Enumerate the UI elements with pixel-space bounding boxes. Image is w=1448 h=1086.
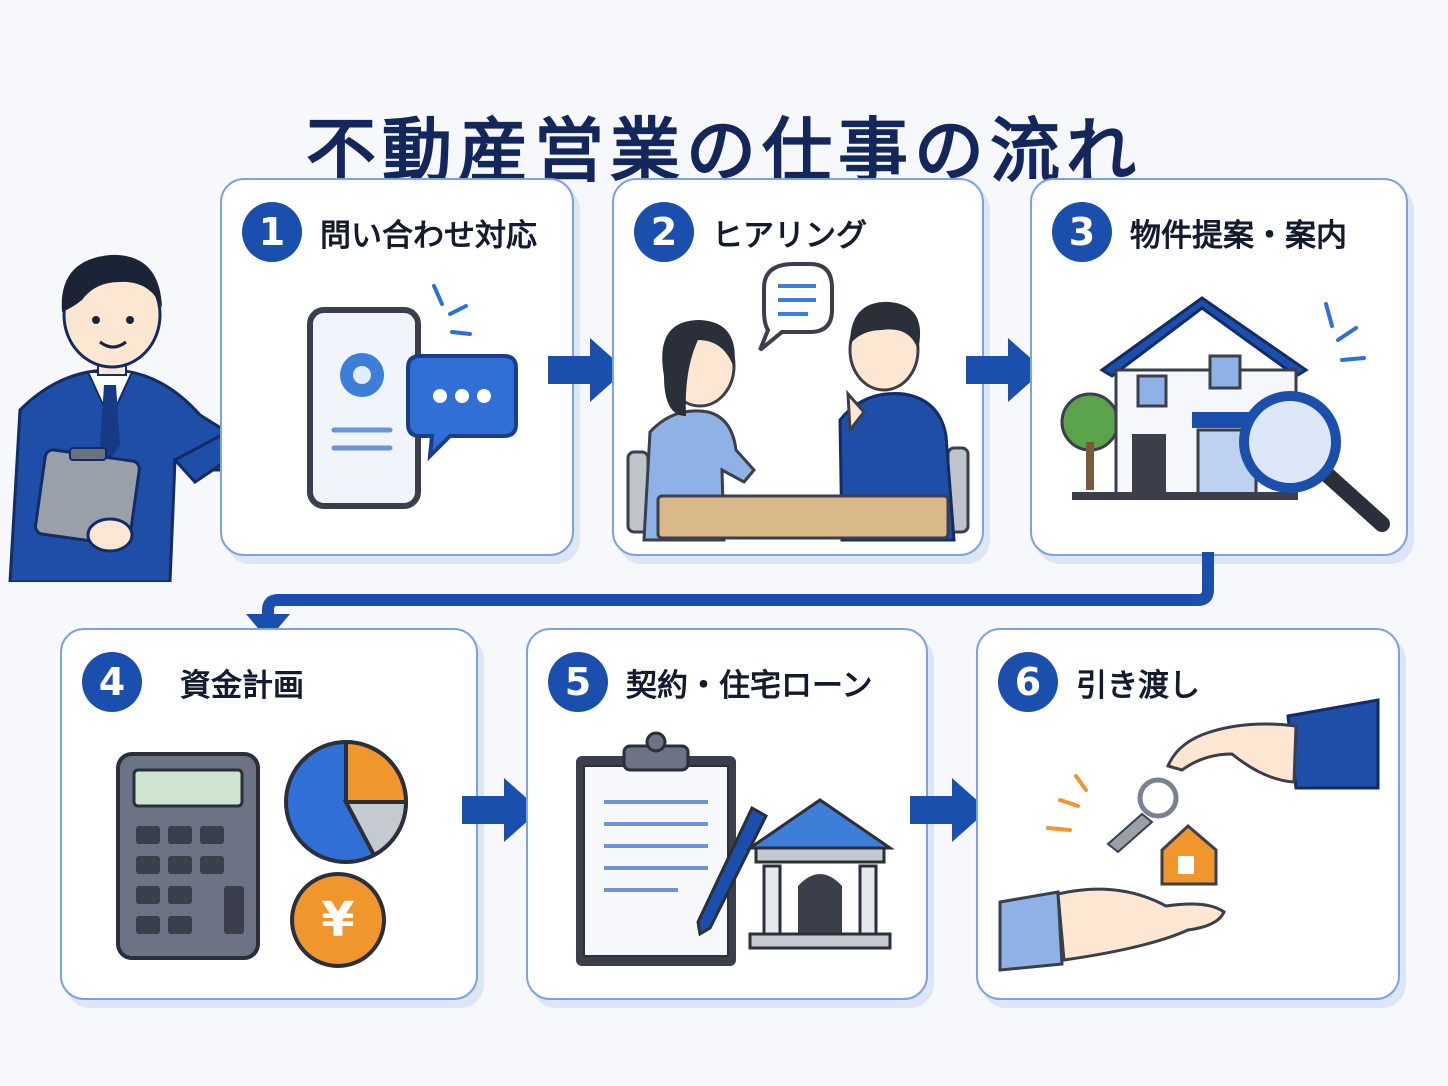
step-label-2: ヒアリング [712,217,867,254]
step-label-4: 資金計画 [180,667,304,704]
house-search-icon [1060,296,1390,532]
meeting-icon [626,262,970,542]
step-number-2: 2 [634,202,694,262]
step-card-5: 5 契約・住宅ローン [526,628,928,1000]
arrow-right-icon [966,338,1044,402]
contract-bank-icon [576,731,895,966]
step-label-1: 問い合わせ対応 [320,217,537,254]
step-label-6: 引き渡し [1076,667,1200,704]
arrow-right-icon [910,778,988,842]
step-number-6: 6 [998,652,1058,712]
step-card-2: 2 ヒアリング [612,178,984,556]
step-number-3: 3 [1052,202,1112,262]
step-number-5: 5 [548,652,608,712]
calculator-chart-icon: ¥ [116,739,409,968]
step-card-3: 3 物件提案・案内 [1030,178,1408,556]
smartphone-chat-icon [307,284,518,509]
arrow-right-icon [548,338,626,402]
step-card-1: 1 問い合わせ対応 [220,178,574,556]
step-card-6: 6 引き渡し [976,628,1400,1000]
yen-coin-icon: ¥ [321,892,354,948]
step-number-4: 4 [82,652,142,712]
key-handover-icon [998,698,1380,972]
step-number-1: 1 [242,202,302,262]
step-label-3: 物件提案・案内 [1130,217,1347,254]
step-card-4: 4 資金計画 ¥ [60,628,478,1000]
step-label-5: 契約・住宅ローン [626,667,873,704]
arrow-right-icon [462,778,540,842]
